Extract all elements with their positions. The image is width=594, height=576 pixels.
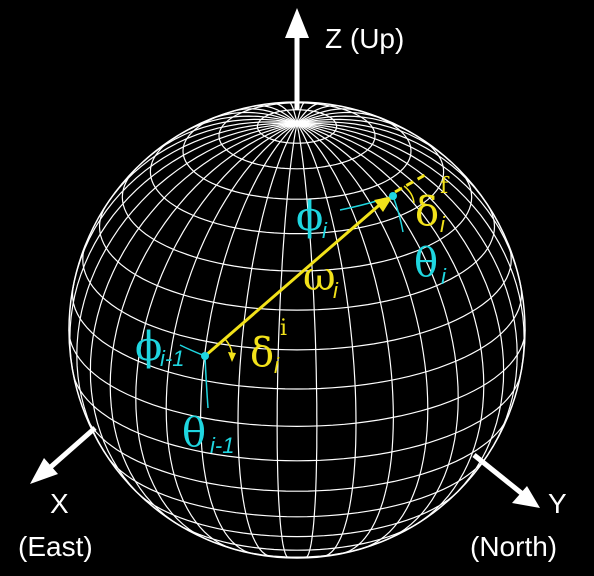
- grid-line: [199, 122, 298, 555]
- grid-line: [296, 122, 395, 555]
- grid-line: [89, 122, 298, 499]
- grid-line: [296, 122, 525, 382]
- sphere-grid: [68, 101, 526, 559]
- phi-im1-label: ϕ i-1: [135, 324, 184, 371]
- grid-line: [105, 454, 489, 518]
- z-axis: [285, 8, 309, 110]
- grid-line: [109, 122, 298, 526]
- grid-line: [296, 118, 451, 162]
- grid-line: [296, 122, 459, 541]
- theta-i-label: θ i: [414, 240, 447, 289]
- grid-line: [69, 122, 298, 382]
- svg-text:ϕ: ϕ: [296, 194, 323, 240]
- grid-line: [276, 123, 298, 559]
- grid-line: [296, 122, 505, 499]
- z-axis-label: Z (Up): [325, 23, 404, 54]
- grid-line: [237, 123, 298, 557]
- point-i-minus-1: [201, 352, 209, 360]
- y-axis: [472, 453, 540, 508]
- grid-line: [272, 102, 298, 124]
- grid-line: [208, 111, 298, 124]
- grid-line: [72, 122, 298, 290]
- grid-line: [296, 122, 485, 526]
- svg-text:i: i: [322, 218, 328, 243]
- theta-im1-meridian-arc: [204, 355, 209, 409]
- grid-line: [253, 105, 298, 124]
- grid-line: [296, 101, 306, 124]
- theta-im1-label: θ i-1: [182, 410, 234, 458]
- svg-text:f: f: [440, 174, 450, 199]
- y-axis-label: Y: [548, 488, 567, 519]
- grid-line: [68, 329, 526, 428]
- omega-i-label: ω i: [303, 254, 339, 303]
- grid-line: [296, 102, 322, 124]
- point-i: [389, 192, 397, 200]
- grid-line: [296, 111, 386, 124]
- svg-text:θ: θ: [182, 410, 206, 456]
- svg-text:δ: δ: [415, 189, 439, 235]
- grid-line: [296, 121, 494, 215]
- grid-line: [296, 105, 341, 124]
- grid-line: [296, 122, 429, 549]
- svg-text:i: i: [333, 278, 339, 303]
- y-axis-sublabel: (North): [470, 531, 557, 562]
- grid-line: [121, 166, 473, 272]
- final-angle-arc: [403, 185, 415, 204]
- x-axis: [30, 426, 97, 484]
- grid-line: [296, 123, 318, 559]
- svg-text:δ: δ: [250, 330, 274, 376]
- grid-line: [288, 101, 298, 124]
- svg-text:i: i: [274, 353, 280, 378]
- grid-line: [296, 108, 363, 124]
- theta-i-meridian-arc: [392, 195, 404, 233]
- svg-text:i: i: [441, 264, 447, 289]
- grid-line: [143, 118, 298, 162]
- svg-text:ω: ω: [303, 254, 336, 300]
- grid-line: [296, 122, 522, 290]
- svg-text:ϕ: ϕ: [135, 324, 162, 370]
- grid-line: [135, 122, 298, 541]
- grid-line: [231, 108, 298, 124]
- grid-line: [76, 122, 298, 456]
- x-axis-label: X: [50, 488, 69, 519]
- phi-i-label: ϕ i: [296, 194, 328, 243]
- svg-text:i-1: i-1: [210, 433, 234, 458]
- delta-i-initial-label: δ i i: [250, 316, 287, 378]
- grid-line: [179, 115, 298, 136]
- grid-line: [73, 375, 521, 462]
- grid-line: [71, 284, 523, 390]
- svg-text:i-1: i-1: [160, 346, 184, 371]
- grid-line: [296, 122, 518, 456]
- svg-text:i: i: [440, 212, 446, 237]
- great-circle-path: [204, 173, 426, 362]
- svg-text:i: i: [280, 316, 287, 341]
- grid-line: [296, 115, 415, 136]
- delta-i-final-label: δ i f: [415, 174, 450, 237]
- grid-line: [165, 122, 298, 549]
- grid-line: [100, 121, 298, 215]
- svg-text:θ: θ: [414, 240, 438, 286]
- grid-line: [296, 123, 357, 557]
- x-axis-sublabel: (East): [18, 531, 93, 562]
- grid-line: [137, 492, 457, 538]
